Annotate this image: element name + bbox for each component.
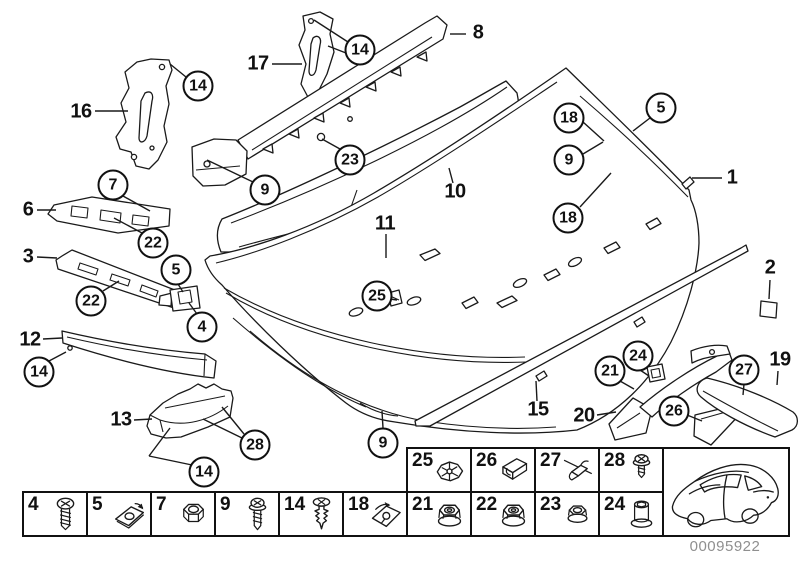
legend-number: 9 (220, 494, 231, 515)
part-8-carrier (191, 15, 448, 187)
legend-number: 25 (412, 450, 434, 471)
part-12-bracket (61, 330, 217, 379)
callout-circle-9: 9 (553, 144, 585, 176)
part-5-clip-bracket (158, 285, 201, 312)
callout-circle-14: 14 (188, 456, 220, 488)
callout-label-1: 1 (726, 166, 738, 189)
callout-label-3: 3 (22, 245, 34, 268)
legend-cell-28: 28 (598, 447, 664, 493)
car-silhouette (666, 451, 786, 533)
legend-number: 28 (604, 450, 626, 471)
callout-circle-22: 22 (75, 285, 107, 317)
callout-label-20: 20 (573, 404, 595, 427)
legend-number: 4 (28, 494, 39, 515)
part-2-cover-cap (759, 300, 778, 319)
legend-cell-4: 4 (22, 491, 88, 537)
flange-nut-icon (494, 495, 533, 535)
legend-number: 24 (604, 494, 626, 515)
callout-label-2: 2 (764, 256, 776, 279)
callout-circle-5: 5 (645, 92, 677, 124)
leader-lines (36, 19, 779, 466)
legend-cell-22: 22 (470, 491, 536, 537)
washer-nut-icon (558, 495, 597, 535)
callout-circle-14: 14 (182, 70, 214, 102)
callout-circle-4: 4 (186, 311, 218, 343)
callout-label-15: 15 (527, 398, 549, 421)
legend-number: 18 (348, 494, 370, 515)
legend-number: 26 (476, 450, 498, 471)
image-id-watermark: 00095922 (689, 538, 761, 555)
long-screw-icon (46, 495, 85, 535)
legend-cell-14: 14 (278, 491, 344, 537)
callout-label-6: 6 (22, 198, 34, 221)
legend-cell-18: 18 (342, 491, 408, 537)
callout-label-10: 10 (444, 180, 466, 203)
spring-clip-icon (558, 451, 597, 491)
callout-circle-25: 25 (361, 280, 393, 312)
callout-label-13: 13 (110, 408, 132, 431)
legend-number: 7 (156, 494, 167, 515)
legend-cell-21: 21 (406, 491, 472, 537)
part-16-bracket (115, 58, 173, 170)
callout-circle-14: 14 (344, 34, 376, 66)
short-screw-icon (622, 451, 661, 491)
clip-bracket-icon (494, 451, 533, 491)
legend-number: 21 (412, 494, 434, 515)
cage-clip-icon (366, 495, 405, 535)
legend-cell-9: 9 (214, 491, 280, 537)
expanding-rivet-icon (302, 495, 341, 535)
legend-cell-7: 7 (150, 491, 216, 537)
speed-nut-icon (110, 495, 149, 535)
callout-label-12: 12 (19, 328, 41, 351)
legend-cell-23: 23 (534, 491, 600, 537)
callout-circle-18: 18 (552, 202, 584, 234)
callout-circle-9: 9 (249, 174, 281, 206)
hex-nut-icon (174, 495, 213, 535)
callout-label-17: 17 (247, 52, 269, 75)
callout-circle-5: 5 (160, 254, 192, 286)
callout-label-16: 16 (70, 100, 92, 123)
callout-circle-26: 26 (658, 395, 690, 427)
legend-number: 22 (476, 494, 498, 515)
callout-circle-22: 22 (137, 227, 169, 259)
callout-circle-27: 27 (728, 354, 760, 386)
callout-circle-18: 18 (553, 102, 585, 134)
legend-cell-5: 5 (86, 491, 152, 537)
callout-label-11: 11 (374, 212, 396, 235)
part-15-lower-strip (414, 244, 749, 427)
legend-cell-24: 24 (598, 491, 664, 537)
flange-nut-icon (430, 495, 469, 535)
legend-number: 27 (540, 450, 562, 471)
legend-number: 5 (92, 494, 103, 515)
sleeve-nut-icon (622, 495, 661, 535)
plastic-nut-icon (430, 451, 469, 491)
part-13-bracket (146, 383, 234, 439)
callout-label-8: 8 (472, 21, 484, 44)
callout-circle-23: 23 (334, 144, 366, 176)
legend-cell-25: 25 (406, 447, 472, 493)
legend-cell-26: 26 (470, 447, 536, 493)
legend-number: 23 (540, 494, 562, 515)
callout-label-19: 19 (769, 348, 791, 371)
callout-circle-9: 9 (367, 427, 399, 459)
legend-cell-27: 27 (534, 447, 600, 493)
callout-circle-28: 28 (239, 429, 271, 461)
callout-circle-24: 24 (622, 340, 654, 372)
callout-circle-14: 14 (23, 356, 55, 388)
washer-screw-icon (238, 495, 277, 535)
callout-circle-21: 21 (594, 355, 626, 387)
legend-number: 14 (284, 494, 306, 515)
callout-circle-7: 7 (97, 169, 129, 201)
legend-cell-vehicle (662, 447, 790, 537)
part-19-panel (696, 377, 799, 438)
